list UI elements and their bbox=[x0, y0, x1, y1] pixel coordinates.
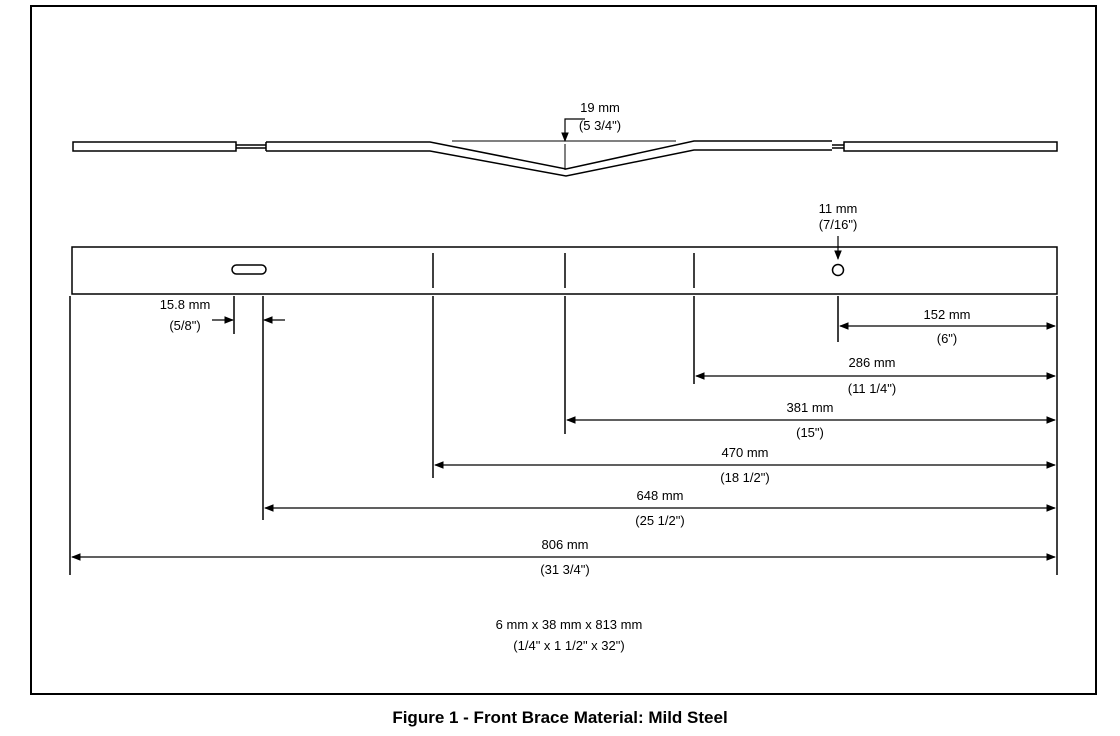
round-hole bbox=[831, 263, 845, 277]
slot-hole bbox=[231, 264, 267, 275]
hole-callout-metric: 11 mm bbox=[819, 201, 858, 216]
stock-size-imperial: (1/4" x 1 1/2" x 32") bbox=[513, 638, 624, 653]
dimension-label-imperial: (15") bbox=[796, 425, 824, 440]
stock-size-metric: 6 mm x 38 mm x 813 mm bbox=[496, 617, 643, 632]
brace-side-view bbox=[72, 140, 1058, 177]
side-view-right-end bbox=[843, 141, 1058, 152]
dimension-label-imperial: (25 1/2") bbox=[635, 513, 684, 528]
extension-lines bbox=[69, 296, 1058, 575]
dimension-label-metric: 381 mm bbox=[787, 400, 834, 415]
hole-callout-imperial: (7/16") bbox=[819, 217, 858, 232]
brace-flat-view bbox=[71, 246, 1058, 295]
side-view-left-end bbox=[72, 141, 237, 152]
dimension-label-imperial: (6") bbox=[937, 331, 958, 346]
flat-view-outline bbox=[71, 246, 1058, 295]
dimension-label-metric: 806 mm bbox=[542, 537, 589, 552]
side-view-top-edge bbox=[266, 140, 832, 170]
slot-dimension-imperial: (5/8") bbox=[169, 318, 200, 333]
side-view-bottom-edge bbox=[266, 149, 832, 177]
dimension-label-imperial: (31 3/4") bbox=[540, 562, 589, 577]
dimension-lines bbox=[71, 322, 1056, 561]
slot-dimension-metric: 15.8 mm bbox=[160, 297, 211, 312]
dimension-label-imperial: (18 1/2") bbox=[720, 470, 769, 485]
dimension-label-imperial: (11 1/4") bbox=[848, 381, 896, 396]
depth-callout-leader bbox=[561, 118, 585, 142]
dimension-label-metric: 648 mm bbox=[637, 488, 684, 503]
dimension-label-metric: 286 mm bbox=[849, 355, 896, 370]
depth-callout-metric: 19 mm bbox=[580, 100, 620, 115]
figure-caption: Figure 1 - Front Brace Material: Mild St… bbox=[392, 708, 728, 727]
figure-frame bbox=[30, 5, 1097, 695]
dimension-label-metric: 470 mm bbox=[722, 445, 769, 460]
depth-callout-imperial: (5 3/4") bbox=[579, 118, 621, 133]
dimension-label-metric: 152 mm bbox=[924, 307, 971, 322]
